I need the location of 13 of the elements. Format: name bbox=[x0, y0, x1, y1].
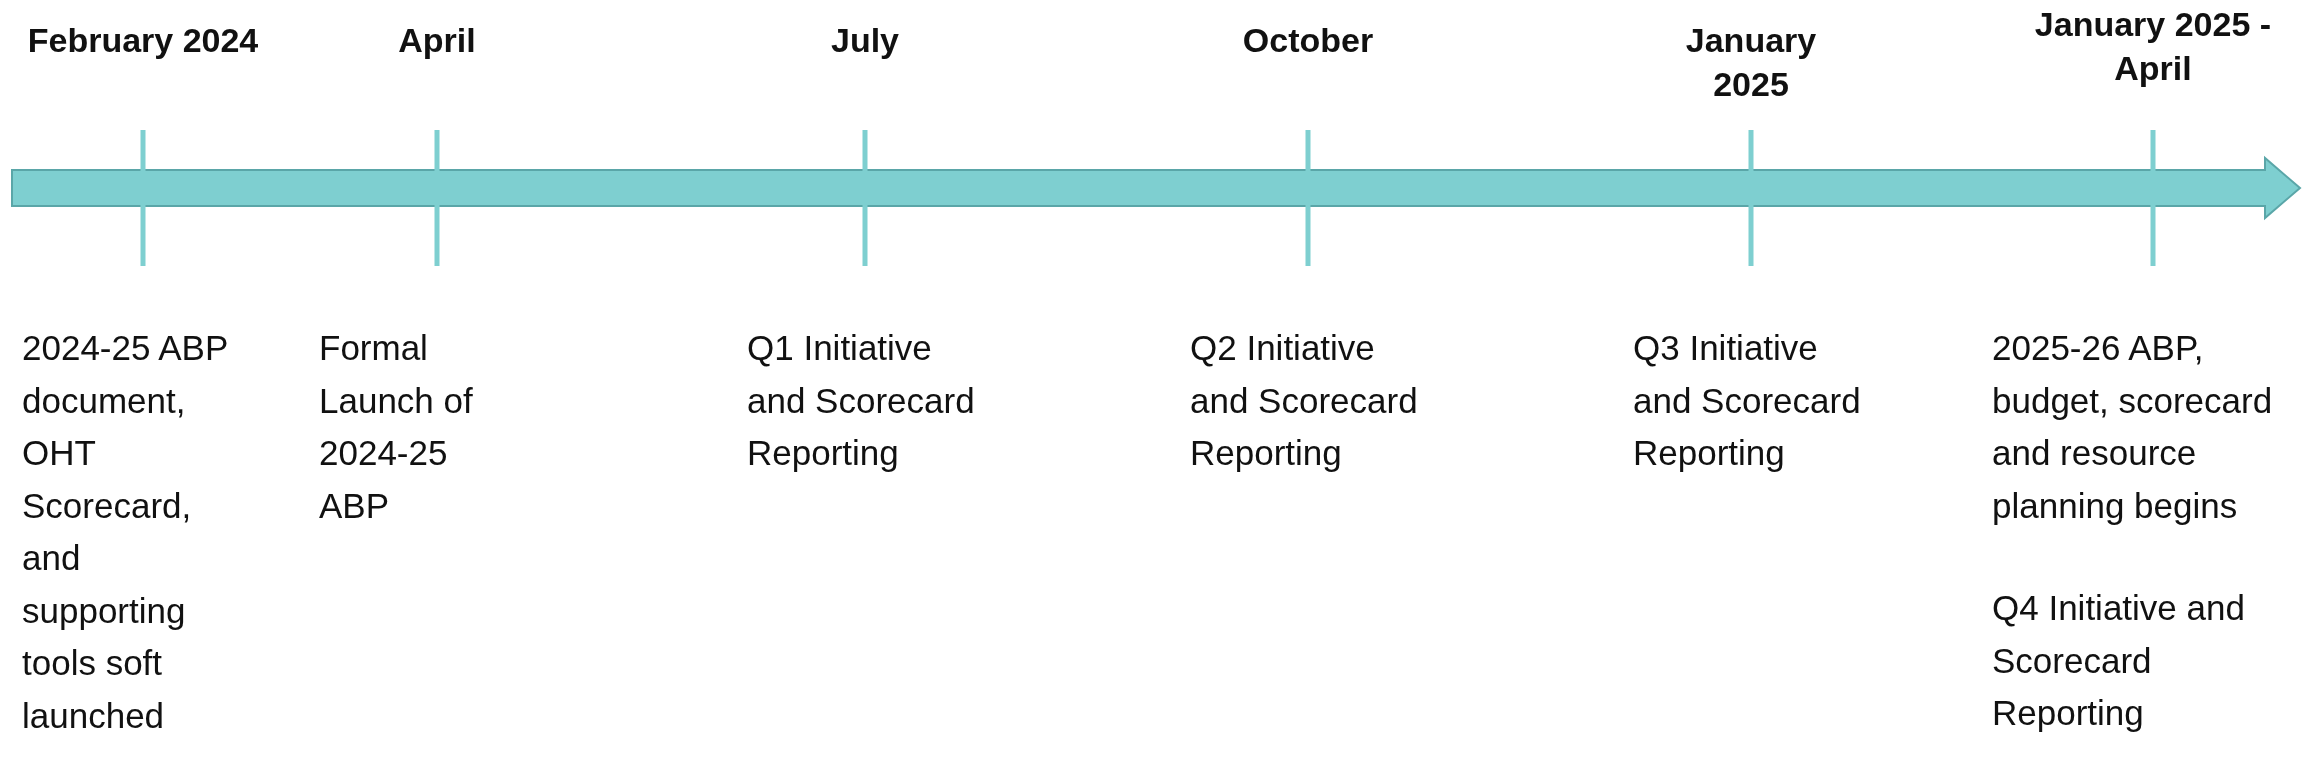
milestone-text: Q3 Initiative and Scorecard Reporting bbox=[1633, 327, 1862, 474]
milestone-text: Q4 Initiative and Scorecard Reporting bbox=[1992, 587, 2246, 734]
milestone-text: Formal Launch of 2024-25 ABP bbox=[319, 327, 474, 527]
date-label: April bbox=[397, 20, 477, 61]
date-label: July bbox=[829, 20, 900, 61]
milestone-text: 2025-26 ABP, budget, scorecard and resource planning begins bbox=[1992, 327, 2274, 527]
milestone-text: Q1 Initiative and Scorecard Reporting bbox=[747, 327, 976, 474]
milestone-text: 2024-25 ABP document, OHT Scorecard, and supporting tools soft launched bbox=[22, 327, 229, 737]
milestone-text: Q2 Initiative and Scorecard Reporting bbox=[1190, 327, 1419, 474]
date-label: February 2024 bbox=[26, 20, 260, 61]
date-label: January 2025 - April bbox=[2033, 4, 2273, 90]
date-label: October bbox=[1241, 20, 1375, 61]
date-label: January 2025 bbox=[1684, 20, 1818, 106]
